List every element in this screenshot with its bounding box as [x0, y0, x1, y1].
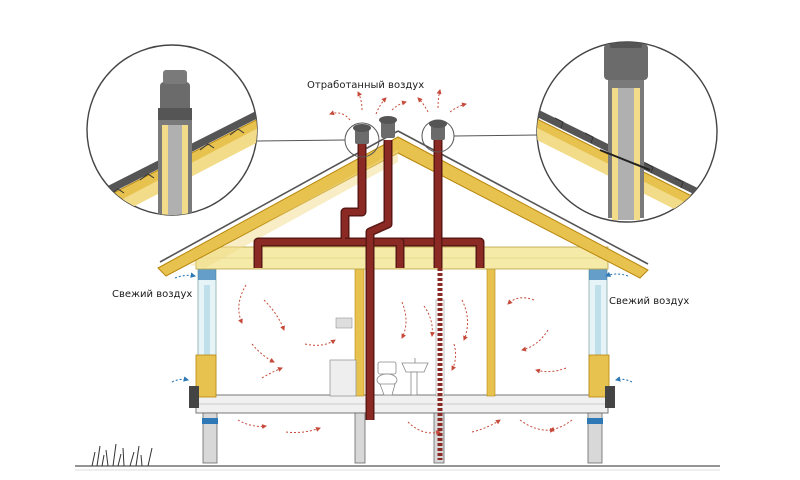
callout-markers: [256, 119, 539, 158]
partition-and-cabinet: [329, 317, 357, 397]
sink-icon: [401, 358, 429, 396]
fresh-air-arrows: [171, 271, 633, 383]
grass-icon: [91, 443, 153, 467]
interior-posts: [354, 267, 496, 397]
ground: [75, 465, 720, 471]
right-wall: [588, 267, 615, 408]
detail-zoom-right: [536, 41, 718, 223]
exhaust-air-label: Отработанный воздух: [307, 80, 425, 91]
foundation: [195, 394, 609, 464]
fresh-air-label-right: Свежий воздух: [609, 296, 690, 307]
left-wall: [189, 267, 217, 408]
fresh-air-label-left: Свежий воздух: [112, 289, 193, 300]
ventilation-ducts: [253, 136, 485, 460]
exhaust-arrows: [329, 89, 467, 121]
interior-airflow-arrows: [237, 284, 573, 436]
detail-zoom-left: [86, 44, 258, 216]
roof-vent-icon: [353, 116, 447, 144]
toilet-icon: [376, 361, 398, 396]
